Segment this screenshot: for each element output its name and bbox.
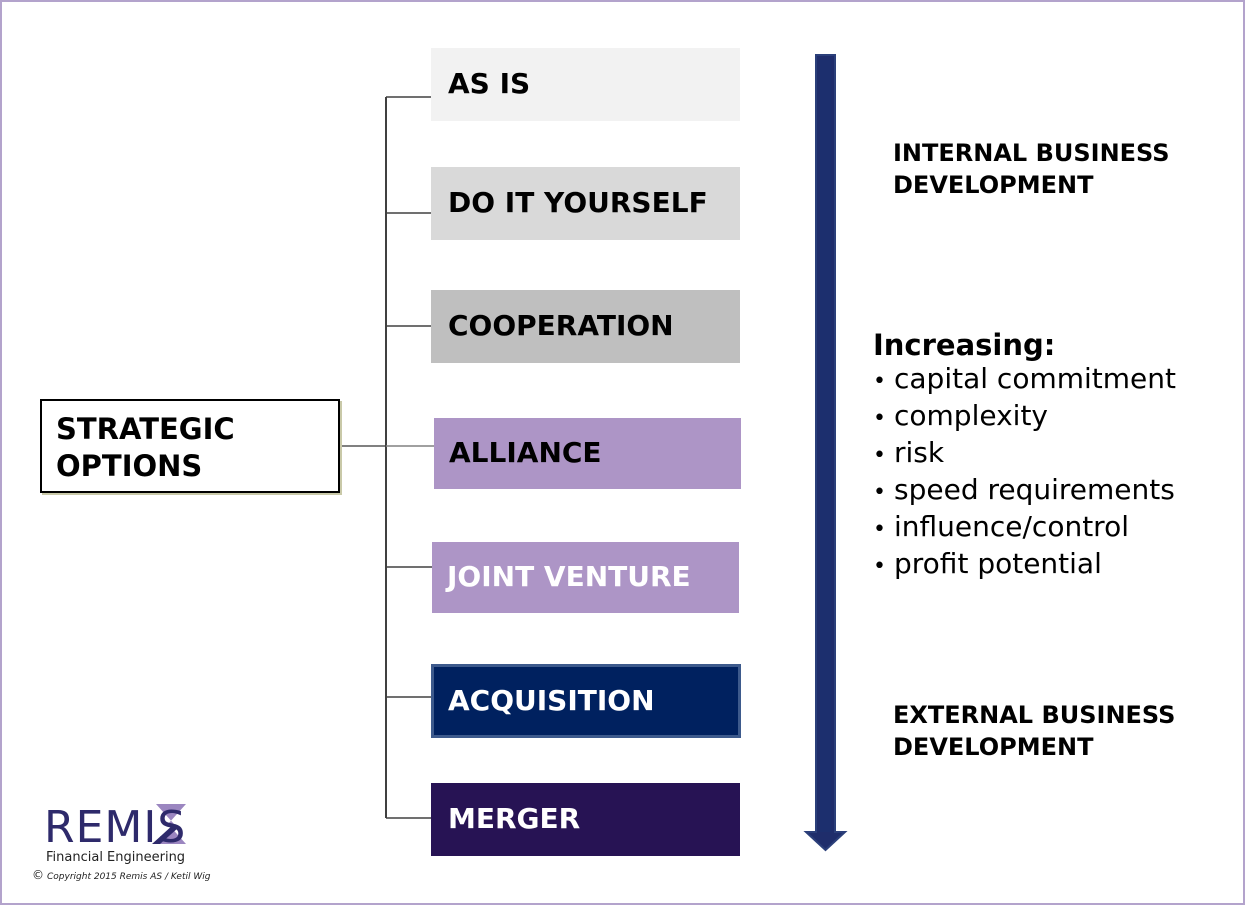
option-acquisition-label: ACQUISITION (448, 683, 655, 717)
bullet-icon: • (873, 517, 886, 542)
list-item: • capital commitment (873, 362, 1176, 399)
option-do-it-yourself: DO IT YOURSELF (431, 167, 740, 240)
option-as-is: AS IS (431, 48, 740, 121)
option-cooperation-label: COOPERATION (448, 309, 674, 342)
list-item: • speed requirements (873, 473, 1176, 510)
list-item: • profit potential (873, 547, 1176, 584)
increasing-list: • capital commitment • complexity • risk • s… (873, 362, 1176, 584)
list-item-text: speed requirements (894, 473, 1175, 506)
option-acquisition: ACQUISITION (431, 664, 741, 738)
root-label-line1: STRATEGIC (56, 412, 235, 446)
logo-subtitle: Financial Engineering (46, 850, 186, 865)
option-merger-label: MERGER (448, 802, 581, 835)
list-item-text: profit potential (894, 547, 1102, 580)
option-alliance: ALLIANCE (434, 418, 741, 489)
bullet-icon: • (873, 554, 886, 579)
increasing-list-block: Increasing: • capital commitment • complex… (873, 328, 1176, 584)
increasing-title: Increasing: (873, 328, 1056, 362)
external-label-line1: EXTERNAL BUSINESS (893, 701, 1176, 729)
strategic-options-box: STRATEGIC OPTIONS (40, 399, 340, 493)
bullet-icon: • (873, 369, 886, 394)
internal-label-line1: INTERNAL BUSINESS (893, 139, 1170, 167)
option-do-it-yourself-label: DO IT YOURSELF (448, 186, 708, 219)
external-label-line2: DEVELOPMENT (893, 733, 1094, 761)
option-alliance-label: ALLIANCE (449, 436, 602, 469)
list-item-text: capital commitment (894, 362, 1176, 395)
option-joint-venture: JOINT VENTURE (432, 542, 739, 613)
logo-swoosh-icon (152, 804, 186, 844)
list-item: • complexity (873, 399, 1176, 436)
list-item-text: risk (894, 436, 945, 469)
list-item: • influence/control (873, 510, 1176, 547)
option-as-is-label: AS IS (448, 67, 531, 100)
option-merger: MERGER (431, 783, 740, 856)
list-item-text: complexity (894, 399, 1048, 432)
external-business-development-label: EXTERNAL BUSINESS DEVELOPMENT (893, 699, 1175, 763)
root-label-line2: OPTIONS (56, 449, 203, 483)
arrow-shaft-inner (820, 60, 831, 832)
list-item-text: influence/control (894, 510, 1129, 543)
internal-business-development-label: INTERNAL BUSINESS DEVELOPMENT (893, 137, 1170, 201)
remis-logo: REMIS Financial Engineering ©Copyright 2… (28, 800, 248, 890)
bullet-icon: • (873, 480, 886, 505)
option-cooperation: COOPERATION (431, 290, 740, 363)
bullet-icon: • (873, 443, 886, 468)
copyright-text: Copyright 2015 Remis AS / Ketil Wig (47, 872, 211, 882)
internal-label-line2: DEVELOPMENT (893, 171, 1094, 199)
option-joint-venture-label: JOINT VENTURE (447, 560, 691, 593)
logo-wordmark: REMIS (44, 802, 187, 853)
copyright-icon: © (32, 868, 44, 882)
bullet-icon: • (873, 406, 886, 431)
list-item: • risk (873, 436, 1176, 473)
copyright-notice: ©Copyright 2015 Remis AS / Ketil Wig (32, 868, 210, 882)
